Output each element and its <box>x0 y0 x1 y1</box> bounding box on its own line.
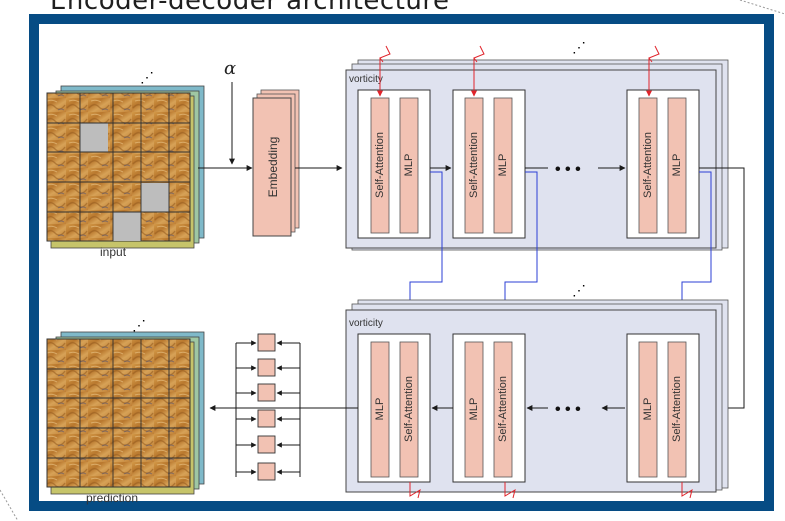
encoder-block-3 <box>626 89 700 239</box>
prediction-label: prediction <box>86 491 138 505</box>
decoder-block-3 <box>626 333 700 483</box>
input-label: input <box>100 245 127 259</box>
encoder-block-2-mlp-label: MLP <box>497 154 509 177</box>
embedding-label: Embedding <box>266 137 280 198</box>
decoder-red-outputs <box>409 482 693 499</box>
input-field-stack <box>46 85 205 249</box>
decoder-block-3-attention-label: Self-Attention <box>671 376 683 442</box>
alpha-symbol: α <box>224 58 236 79</box>
decoder-ellipsis: • • • <box>555 401 581 418</box>
encoder-block-3-attention-label: Self-Attention <box>642 132 654 198</box>
decoder-block-2-attention-label: Self-Attention <box>497 376 509 442</box>
decoder-block-1 <box>357 333 431 483</box>
encoder-block-1-mlp-label: MLP <box>403 154 415 177</box>
decoder-block-2 <box>452 333 526 483</box>
page-title: Encoder-decoder architecture <box>50 0 450 16</box>
prediction-stack-dots: ⋰ <box>132 317 146 333</box>
encoder-ellipsis: • • • <box>555 161 581 178</box>
decoder-stack-dots: ⋰ <box>572 282 586 298</box>
encoder-block-1-attention-label: Self-Attention <box>374 132 386 198</box>
decoder-block-2-mlp-label: MLP <box>468 398 480 421</box>
corner-mark <box>739 0 785 15</box>
prediction-field-stack <box>46 331 205 495</box>
patch-head <box>235 333 301 481</box>
encoder-block-2-attention-label: Self-Attention <box>468 132 480 198</box>
masked-patch <box>141 183 169 212</box>
encoder-red-inputs <box>377 45 660 97</box>
encoder-stack-dots: ⋰ <box>572 39 586 55</box>
embedding-block <box>252 89 300 237</box>
decoder-block-1-attention-label: Self-Attention <box>403 376 415 442</box>
encoder-block-2 <box>452 89 526 239</box>
stack-dots: ⋰ <box>140 69 154 85</box>
decoder-block-1-mlp-label: MLP <box>374 398 386 421</box>
encoder-block-3-mlp-label: MLP <box>671 154 683 177</box>
encoder-block-1 <box>357 89 431 239</box>
corner-mark <box>0 489 19 521</box>
decoder-block-3-mlp-label: MLP <box>642 398 654 421</box>
masked-patch <box>80 123 108 152</box>
masked-patch <box>113 212 141 241</box>
encoder-channel-label: vorticity <box>349 74 383 85</box>
decoder-channel-label: vorticity <box>349 318 383 329</box>
